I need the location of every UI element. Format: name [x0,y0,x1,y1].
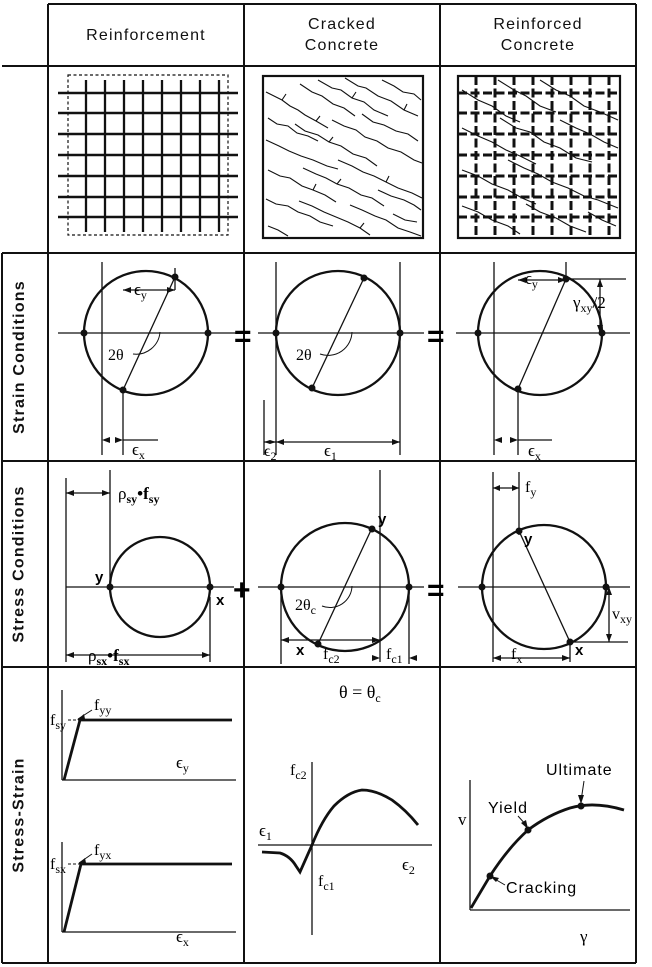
stress-equals: = [427,574,445,607]
strain-eps-2: ϵ2 [264,443,276,463]
ss-v: v [458,810,467,829]
header-cracked-line1: Cracked [308,16,376,33]
strain-eps-x-left: ϵx [132,440,145,462]
strain-eps-x-right: ϵx [528,441,541,463]
header-reinforcement-label: Reinforcement [86,26,206,44]
ss-yield: Yield [488,800,528,817]
ss-ultimate: Ultimate [546,762,613,779]
steel-stress-strain [61,690,236,933]
stress-v-xy: vxy [612,606,632,626]
stress-f-x: fx [511,646,522,666]
ss-f-sy: fsy [50,712,66,732]
strain-mohr-reinforced [456,262,630,455]
composite-stress-strain [469,780,630,911]
header-cracked-concrete: Cracked Concrete [244,4,440,66]
stress-rho-sy-fsy: ρsy•fsy [118,484,159,506]
strain-eps-1: ϵ1 [324,441,337,463]
concrete-stress-strain [258,762,432,935]
strain-equals-2: = [427,320,445,353]
ss-eps-y: ϵy [176,753,189,775]
header-reinforced-line1: Reinforced [493,16,583,33]
header-reinforced-concrete: Reinforced Concrete [440,4,636,66]
ss-eps-1: ϵ1 [259,821,272,843]
table-grid [1,3,637,964]
stress-x-right: x [575,642,584,659]
stress-x-left: x [216,592,225,609]
cracked-concrete-panel [261,74,425,240]
reinforced-concrete-panel [456,74,622,240]
stress-x-mid: x [296,642,305,659]
strain-eps-y-left: ϵy [134,280,147,302]
stress-y-mid: y [378,511,387,528]
stress-2theta-c: 2θc [295,597,316,617]
ss-f-yx: fyx [94,842,111,862]
stress-mohr-cracked [258,470,424,664]
stress-y-right: y [524,531,533,548]
header-reinforcement: Reinforcement [48,4,244,66]
stress-y-left: y [95,569,104,586]
strain-mohr-cracked [258,262,424,455]
stress-rho-sx-fsx: ρsx•fsx [88,646,129,668]
stress-mohr-reinforcement [65,470,234,662]
strain-2theta-mid: 2θ [296,347,312,364]
ss-gamma: γ [579,927,588,946]
stress-f-c1: fc1 [386,646,403,666]
ss-f-c1: fc1 [318,873,335,893]
header-reinforced-line2: Concrete [500,37,576,54]
stress-mohr-reinforced [458,472,630,662]
strain-equals-1: = [234,320,252,353]
ss-f-yy: fyy [94,697,111,717]
strain-gamma-xy: γxy/2 [572,293,606,315]
ss-f-sx: fsx [50,856,66,876]
stress-f-y: fy [525,479,536,499]
header-cracked-line2: Concrete [304,37,380,54]
strain-mohr-reinforcement [58,262,236,455]
ss-theta-eq: θ = θc [339,682,381,705]
strain-eps-y-right: ϵy [525,269,538,291]
strain-2theta-left: 2θ [108,347,124,364]
ss-eps-2: ϵ2 [402,855,415,877]
ss-cracking: Cracking [506,880,577,897]
stress-f-c2: fc2 [323,646,340,666]
ss-f-c2: fc2 [290,762,307,782]
stress-plus: + [233,574,251,607]
ss-eps-x: ϵx [176,927,189,949]
reinforcement-mesh [58,74,238,236]
